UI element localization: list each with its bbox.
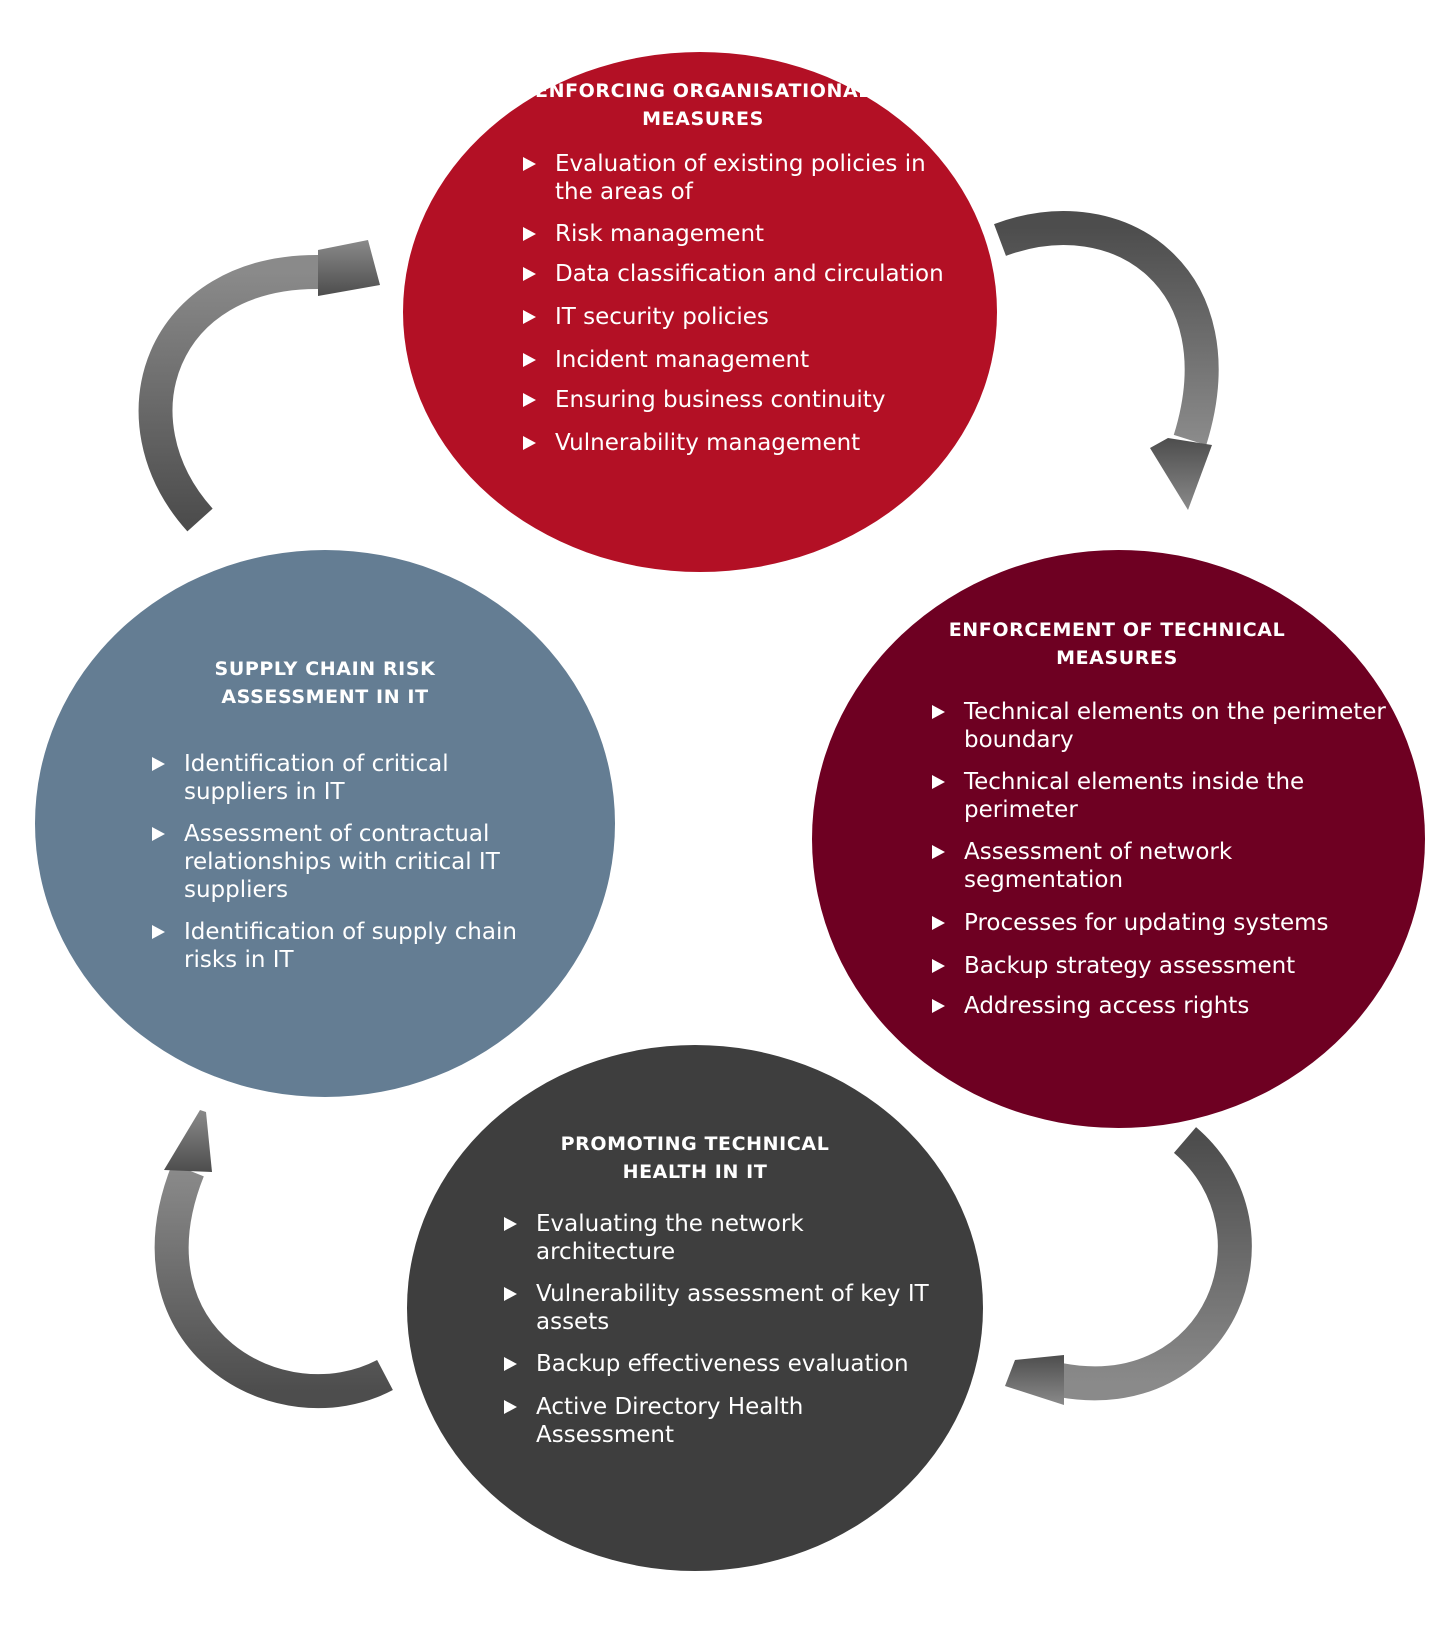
health-title: PROMOTING TECHNICAL HEALTH IN IT [560,1133,830,1183]
org-item: Vulnerability management [521,429,961,457]
arrow-supply-to-org [138,240,380,532]
health-item: Backup effectiveness evaluation [502,1350,932,1378]
enforcing-organisational-measures-circle: ENFORCING ORGANISATIONAL MEASURES Evalua… [403,52,997,572]
tech-item: Technical elements inside the perimeter [930,768,1390,824]
org-item: Ensuring business continuity [521,386,961,414]
tech-item: Addressing access rights [930,992,1390,1020]
health-item: Vulnerability assessment of key IT asset… [502,1280,932,1336]
org-item: Data classification and circulation [521,260,961,288]
org-title: ENFORCING ORGANISATIONAL MEASURES [534,80,872,130]
tech-title: ENFORCEMENT OF TECHNICAL MEASURES [948,619,1286,669]
arrow-health-to-supply [154,1110,393,1408]
promoting-technical-health-circle: PROMOTING TECHNICAL HEALTH IN IT Evaluat… [407,1045,983,1571]
supply-title: SUPPLY CHAIN RISK ASSESSMENT IN IT [214,658,436,708]
arrow-org-to-tech [994,211,1219,510]
supply-item: Assessment of contractual relationships … [150,820,530,904]
supply-list: Identification of critical suppliers in … [150,750,530,974]
supply-item: Identification of supply chain risks in … [150,918,530,974]
supply-item: Identification of critical suppliers in … [150,750,530,806]
tech-item: Backup strategy assessment [930,952,1390,980]
org-item: Evaluation of existing policies in the a… [521,150,961,206]
enforcement-of-technical-measures-circle: ENFORCEMENT OF TECHNICAL MEASURES Techni… [812,550,1425,1128]
health-item: Active Directory Health Assessment [502,1393,932,1449]
tech-item: Technical elements on the perimeter boun… [930,698,1390,754]
health-item: Evaluating the network architecture [502,1210,932,1266]
arrow-tech-to-health [1005,1127,1252,1405]
org-list: Evaluation of existing policies in the a… [521,150,961,457]
health-list: Evaluating the network architecture Vuln… [502,1210,932,1449]
tech-item: Assessment of network segmentation [930,838,1390,894]
tech-list: Technical elements on the perimeter boun… [930,698,1390,1020]
org-item: IT security policies [521,303,961,331]
supply-chain-risk-assessment-circle: SUPPLY CHAIN RISK ASSESSMENT IN IT Ident… [35,550,615,1097]
org-item: Risk management [521,220,961,248]
org-item: Incident management [521,346,961,374]
tech-item: Processes for updating systems [930,909,1390,937]
